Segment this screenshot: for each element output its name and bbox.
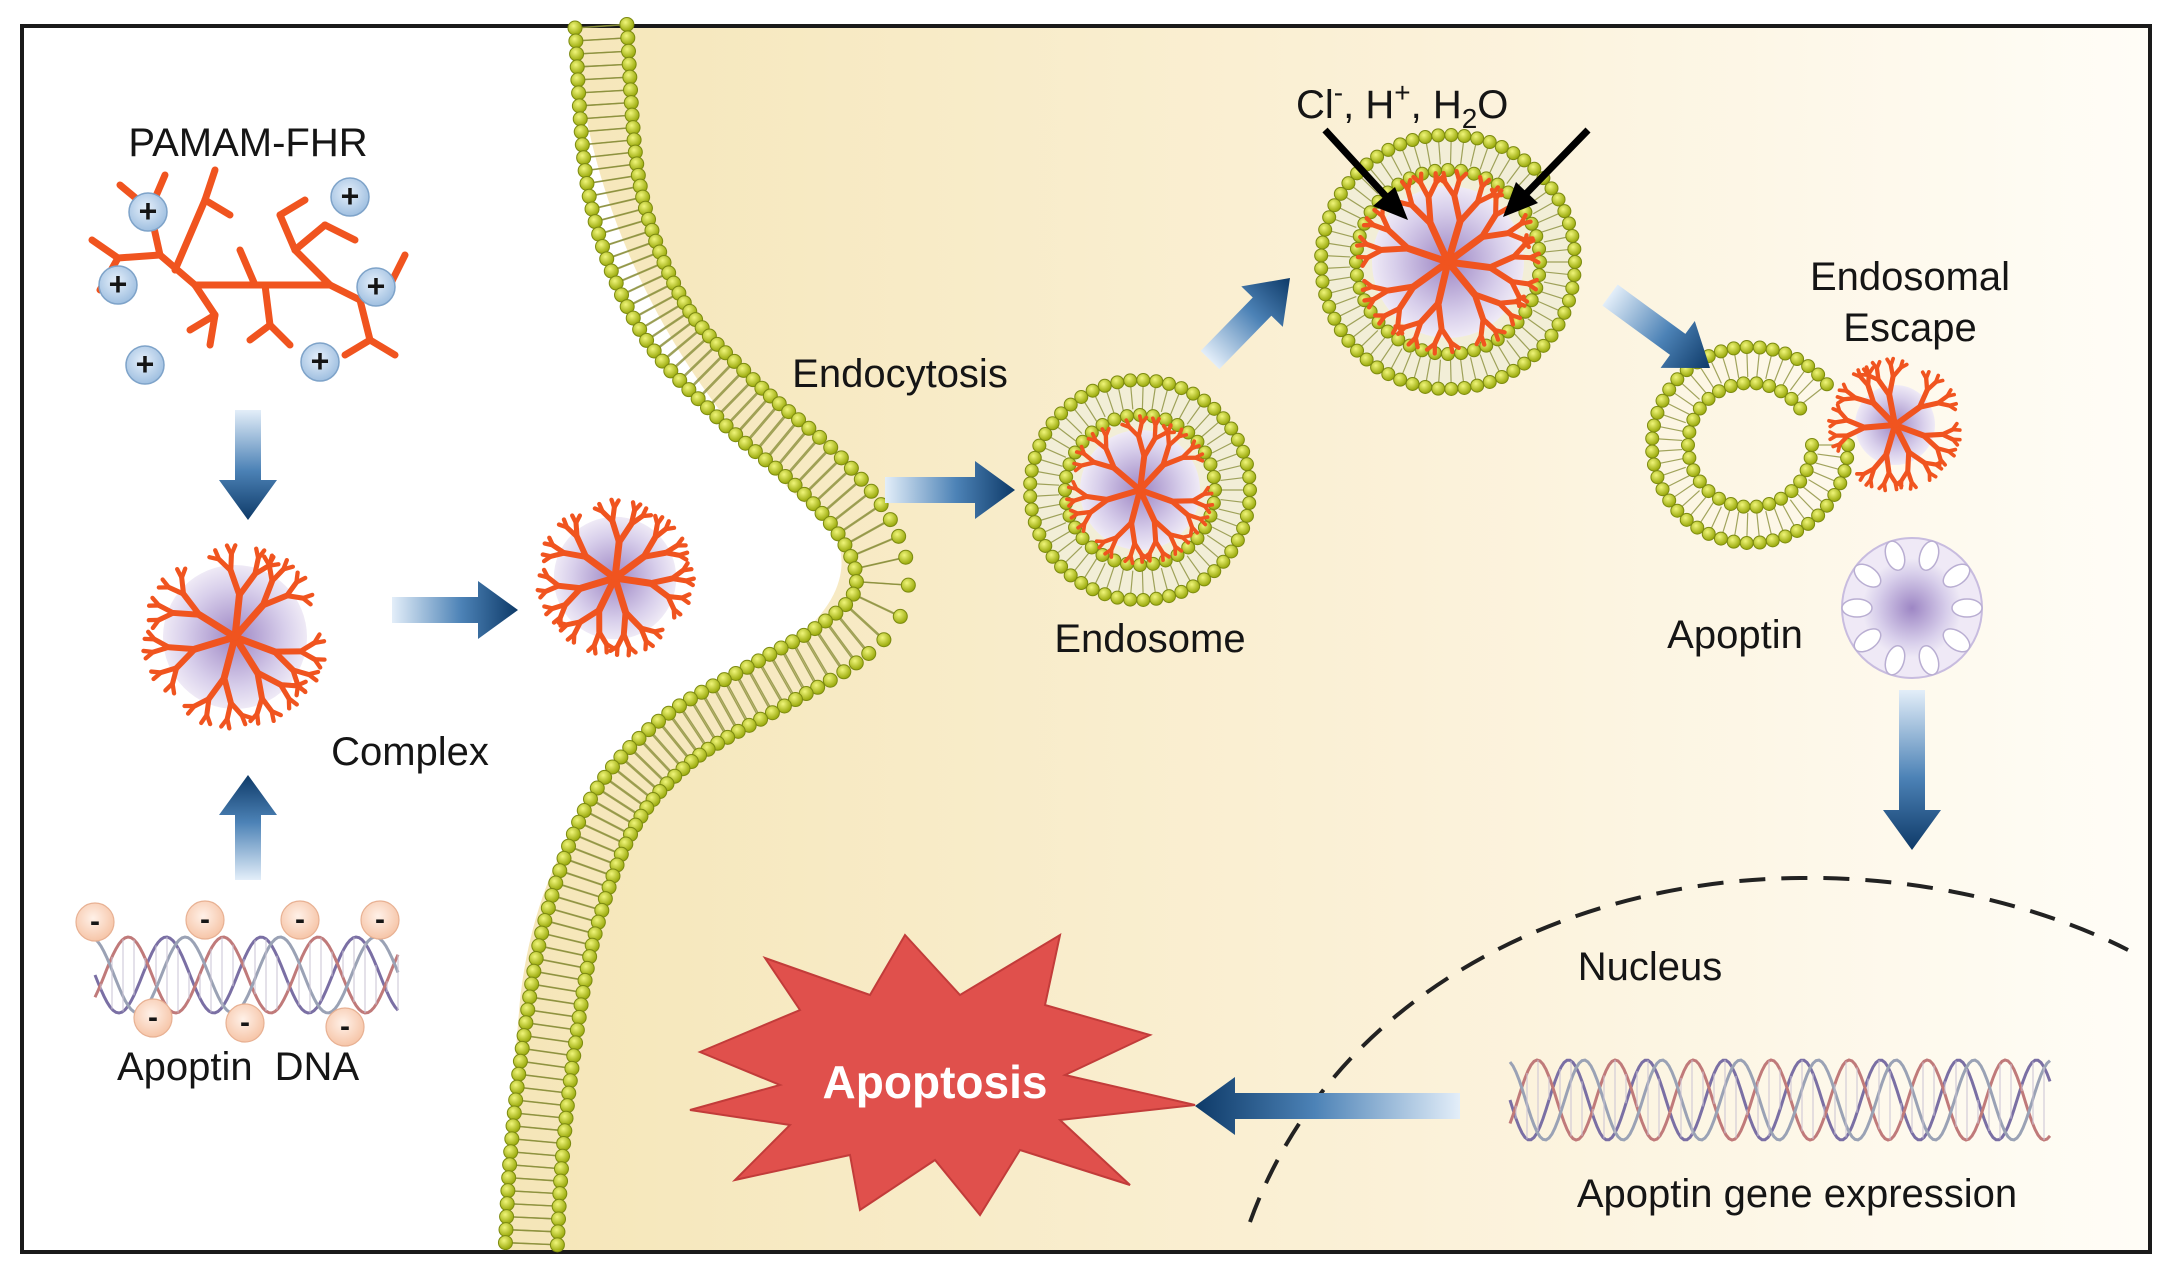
negative-charge: - (200, 903, 210, 936)
pamam-to-complex-arrow (219, 410, 277, 520)
apoptin-to-nucleus-arrow (1883, 690, 1941, 850)
apoptin-protein (1841, 537, 1983, 679)
endosomal-escape-arrow (1602, 284, 1710, 368)
label-nucleus: Nucleus (1578, 945, 1723, 989)
negative-charge: - (375, 903, 385, 936)
label-ions: Cl-, H+, H2O (1296, 77, 1508, 134)
label-endosomal-escape-2: Escape (1843, 306, 1976, 350)
negative-charge: - (295, 903, 305, 936)
negative-charge: - (340, 1010, 350, 1043)
negative-charge: - (90, 905, 100, 938)
escaped-dendrimer (1827, 356, 1962, 493)
pamam-dendrimer: + + + + + + (88, 166, 409, 385)
label-complex: Complex (331, 730, 489, 774)
complex-particle-internalizing (535, 497, 696, 658)
ion-influx-arrows (1322, 127, 1591, 220)
dna-to-complex-arrow (219, 775, 277, 880)
endocytosis-arrow (885, 461, 1015, 519)
process-arrows (219, 278, 1941, 1135)
label-pamam-fhr: PAMAM-FHR (128, 121, 367, 165)
label-endocytosis: Endocytosis (792, 352, 1008, 396)
positive-charge: + (109, 266, 128, 302)
positive-charge: + (367, 268, 386, 304)
cytoplasm-region (505, 28, 2148, 1250)
label-endosomal-escape-1: Endosomal (1810, 255, 2010, 299)
positive-charge: + (311, 343, 330, 379)
endosome-vesicle (1023, 373, 1257, 607)
apoptin-dna-helix: - - - - - - - (75, 900, 400, 1047)
label-gene-expression: Apoptin gene expression (1577, 1172, 2017, 1216)
cell-membrane (497, 16, 916, 1253)
positive-charge: + (136, 346, 155, 382)
complex-particle (141, 543, 327, 731)
positive-charge: + (341, 178, 360, 214)
positive-charge: + (139, 193, 158, 229)
endosome-swell-arrow (1200, 278, 1290, 370)
negative-charge: - (240, 1006, 250, 1039)
expression-to-apoptosis-arrow (1195, 1077, 1460, 1135)
complex-to-membrane-arrow (392, 581, 518, 639)
label-endosome: Endosome (1054, 617, 1245, 661)
negative-charge: - (148, 1001, 158, 1034)
label-apoptosis: Apoptosis (823, 1056, 1048, 1108)
apoptosis-burst (689, 932, 1196, 1217)
nuclear-envelope (1248, 875, 2129, 1223)
label-apoptin: Apoptin (1667, 613, 1803, 657)
gene-expression-helix (1508, 1058, 2052, 1142)
